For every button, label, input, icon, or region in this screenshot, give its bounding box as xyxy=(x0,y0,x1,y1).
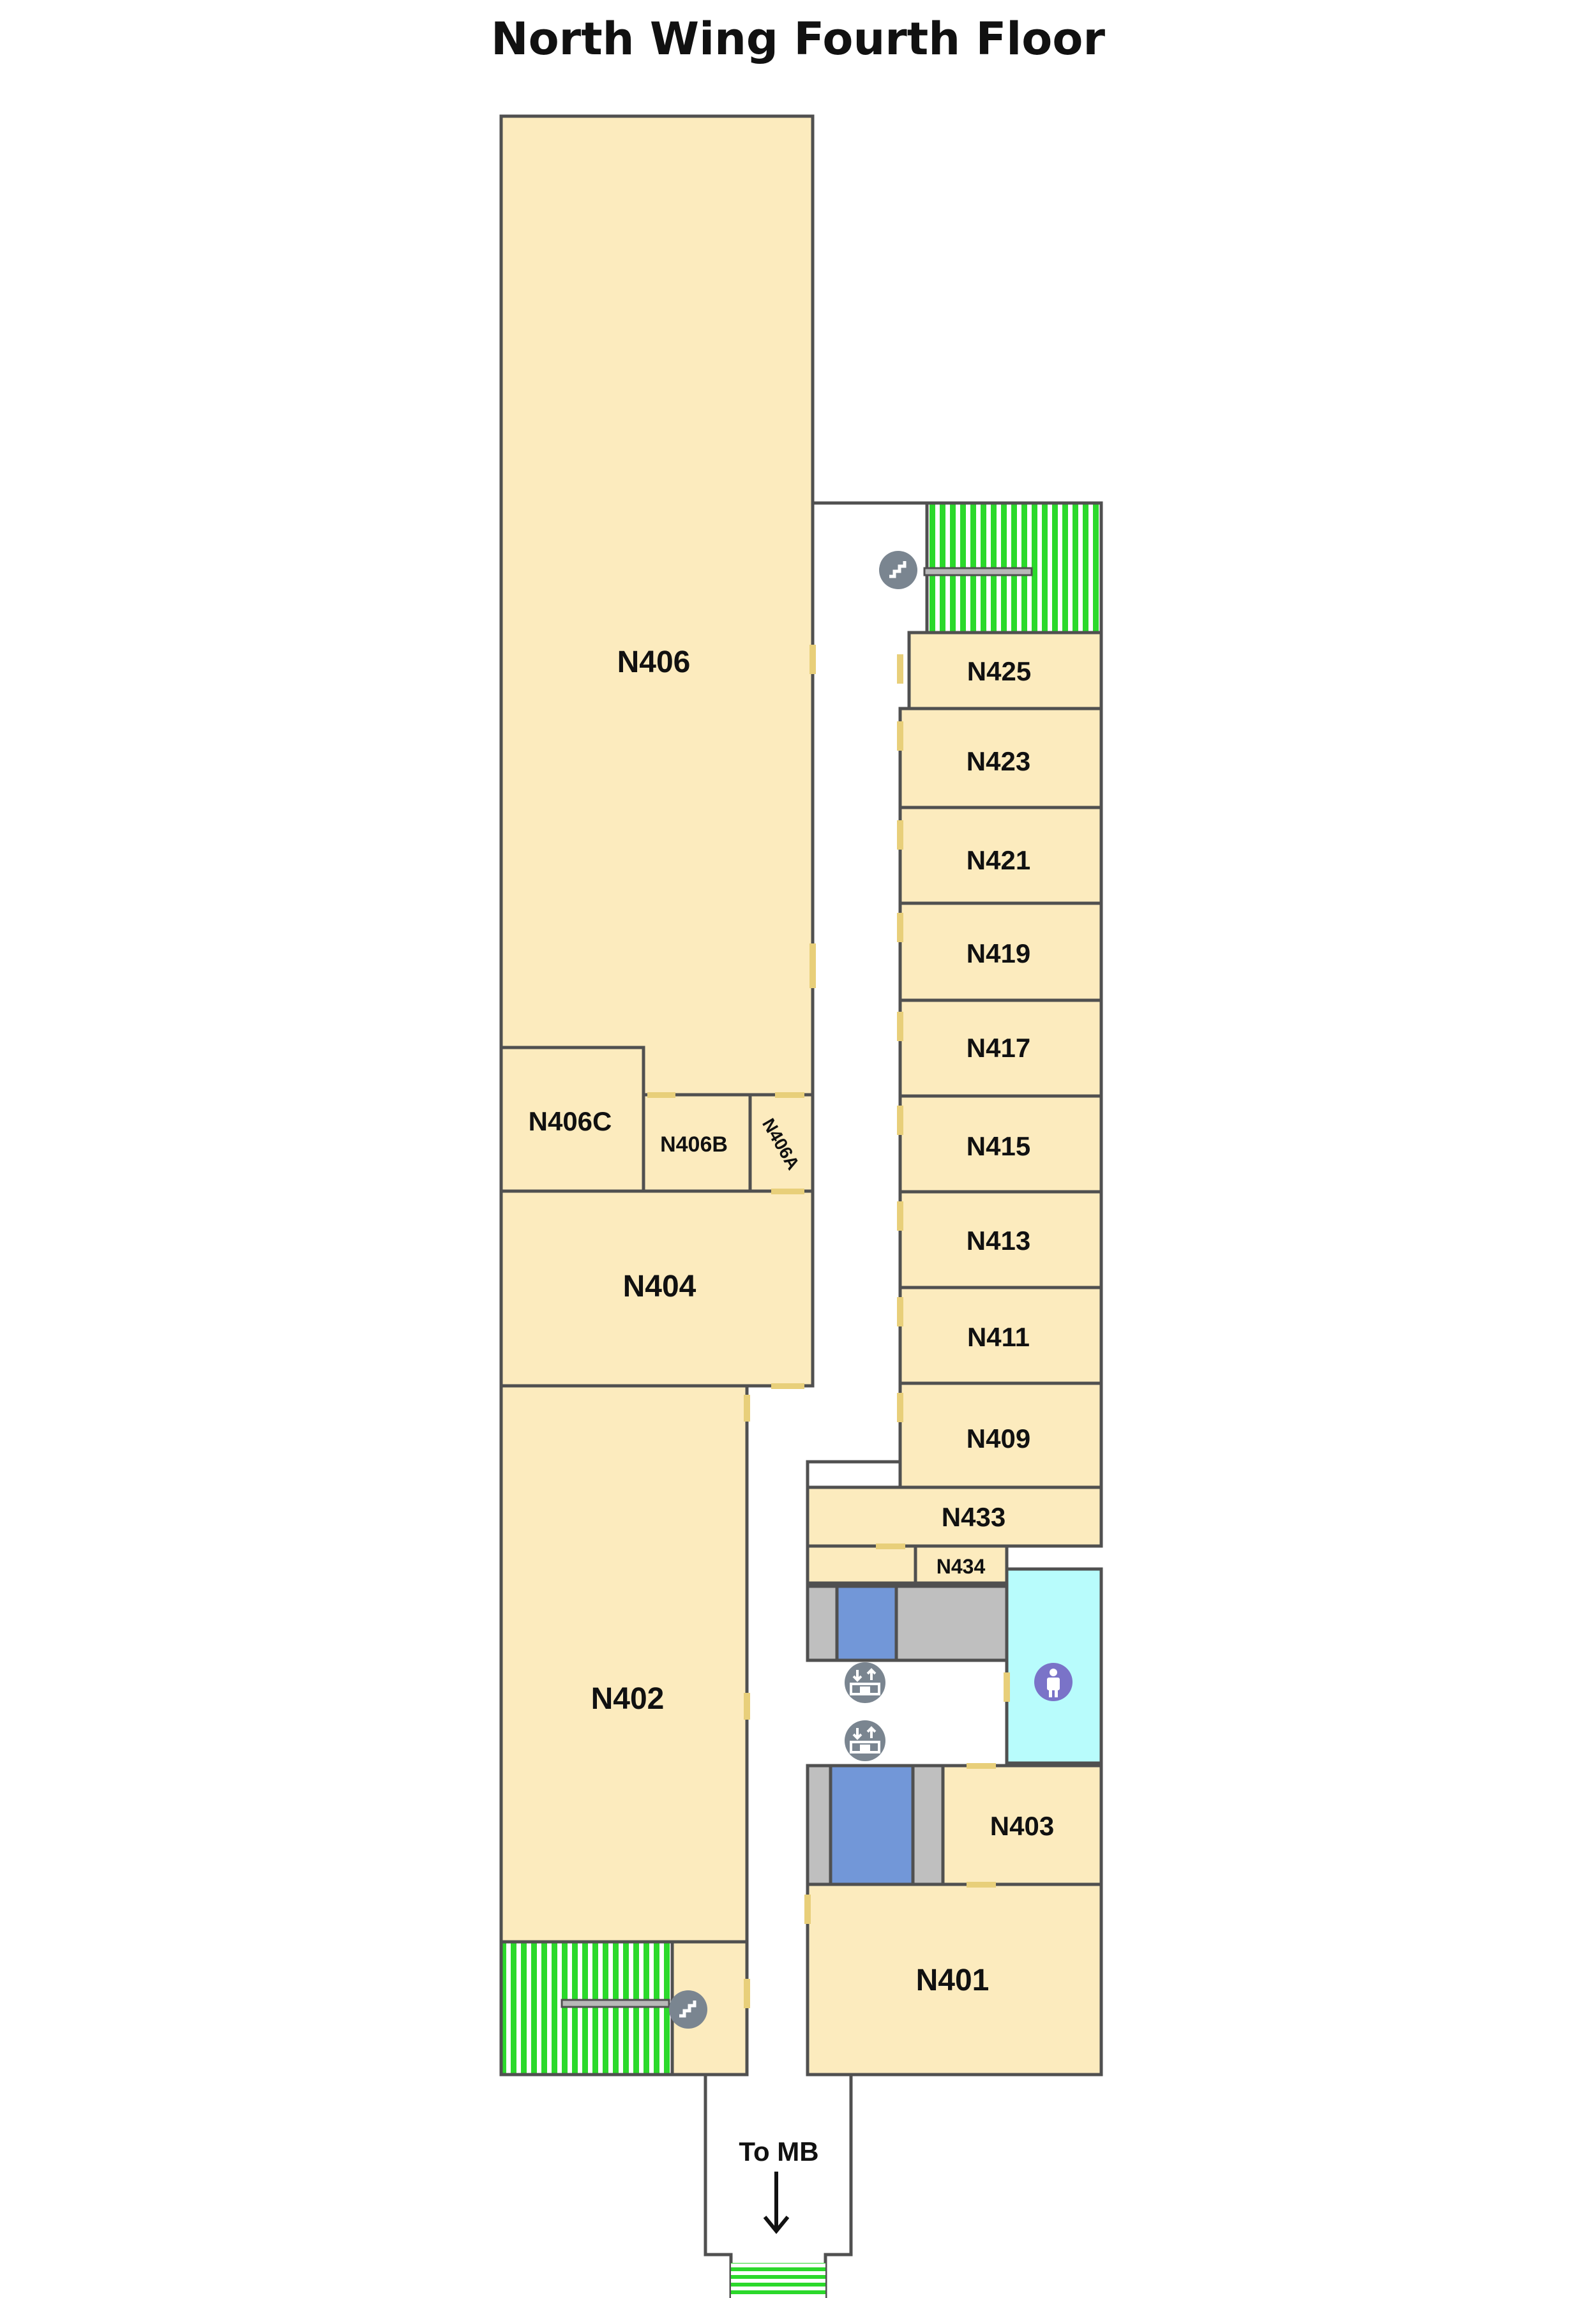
stairwell-sw xyxy=(499,1940,674,2076)
room-label-n415: N415 xyxy=(967,1131,1030,1161)
door xyxy=(897,721,903,751)
room-n401[interactable] xyxy=(806,1882,1103,2076)
door xyxy=(897,1393,903,1422)
room-label-n425: N425 xyxy=(967,656,1031,686)
door xyxy=(771,1189,804,1194)
shaft-s1 xyxy=(806,1764,832,1886)
exit-stairs xyxy=(731,2263,825,2298)
room-n402[interactable] xyxy=(499,1384,749,1944)
room-label-n413: N413 xyxy=(967,1226,1030,1256)
shaft-n2 xyxy=(894,1584,1009,1662)
door xyxy=(897,1012,903,1041)
room-n423[interactable] xyxy=(898,707,1103,809)
room-label-n419: N419 xyxy=(967,938,1030,968)
door xyxy=(809,943,816,988)
door xyxy=(876,1543,905,1549)
door xyxy=(809,645,816,674)
door xyxy=(967,1763,996,1769)
door xyxy=(744,1395,750,1422)
door xyxy=(897,654,903,684)
elevator-icon xyxy=(845,1662,885,1703)
room-n434[interactable] xyxy=(914,1544,1009,1585)
door xyxy=(744,1693,750,1720)
door xyxy=(897,820,903,850)
room-n406c[interactable] xyxy=(499,1046,645,1193)
shaft-n1 xyxy=(806,1584,839,1662)
door xyxy=(647,1092,675,1098)
room-label-n423: N423 xyxy=(967,746,1030,776)
room-n409[interactable] xyxy=(898,1381,1103,1489)
door xyxy=(775,1092,804,1098)
room-n417[interactable] xyxy=(898,998,1103,1098)
restroom-icon xyxy=(1034,1663,1073,1701)
room-n406b[interactable] xyxy=(642,1093,752,1193)
door xyxy=(897,1106,903,1135)
exit-label: To MB xyxy=(739,2137,818,2167)
stairs-icon xyxy=(879,551,917,589)
room-n411[interactable] xyxy=(898,1286,1103,1385)
room-label-n421: N421 xyxy=(967,845,1030,875)
room-label-n433: N433 xyxy=(942,1502,1005,1532)
corridor-wall-mid xyxy=(806,1460,900,1487)
room-n406a[interactable] xyxy=(748,1093,815,1193)
room-n406[interactable] xyxy=(499,114,815,1097)
room-n415[interactable] xyxy=(898,1094,1103,1194)
stairs-icon xyxy=(669,1990,707,2029)
door xyxy=(897,1201,903,1231)
room-label-n406b: N406B xyxy=(660,1132,728,1157)
doors xyxy=(647,645,1010,2008)
room-label-n434: N434 xyxy=(937,1555,986,1578)
room-label-n402: N402 xyxy=(591,1682,665,1716)
room-n434-west[interactable] xyxy=(806,1544,917,1585)
door xyxy=(897,1297,903,1326)
door xyxy=(897,913,903,942)
room-label-n406c: N406C xyxy=(529,1106,612,1136)
room-n433[interactable] xyxy=(806,1485,1103,1548)
door xyxy=(804,1895,811,1924)
shaft-s2 xyxy=(911,1764,945,1886)
stair-rail-ne xyxy=(923,567,1033,576)
arrow-down-icon xyxy=(763,2172,790,2234)
elevator-icon xyxy=(845,1720,885,1761)
stair-rail-sw xyxy=(561,1999,670,2008)
elevator-car-north xyxy=(835,1584,898,1662)
room-label-n417: N417 xyxy=(967,1033,1030,1063)
room-label-n406: N406 xyxy=(617,645,691,679)
map-title: North Wing Fourth Floor xyxy=(491,13,1105,65)
elevator-car-south xyxy=(829,1764,915,1886)
room-label-n409: N409 xyxy=(967,1423,1030,1453)
room-label-n401: N401 xyxy=(916,1964,990,1997)
room-n419[interactable] xyxy=(898,901,1103,1002)
room-n403[interactable] xyxy=(941,1764,1103,1886)
room-n421[interactable] xyxy=(898,806,1103,905)
room-n425[interactable] xyxy=(907,631,1103,710)
door xyxy=(967,1882,996,1888)
room-label-n411: N411 xyxy=(967,1322,1030,1352)
room-label-n403: N403 xyxy=(990,1811,1054,1841)
room-label-n404: N404 xyxy=(623,1270,696,1303)
door xyxy=(744,1979,750,2008)
door xyxy=(1004,1672,1010,1702)
door xyxy=(771,1383,804,1389)
